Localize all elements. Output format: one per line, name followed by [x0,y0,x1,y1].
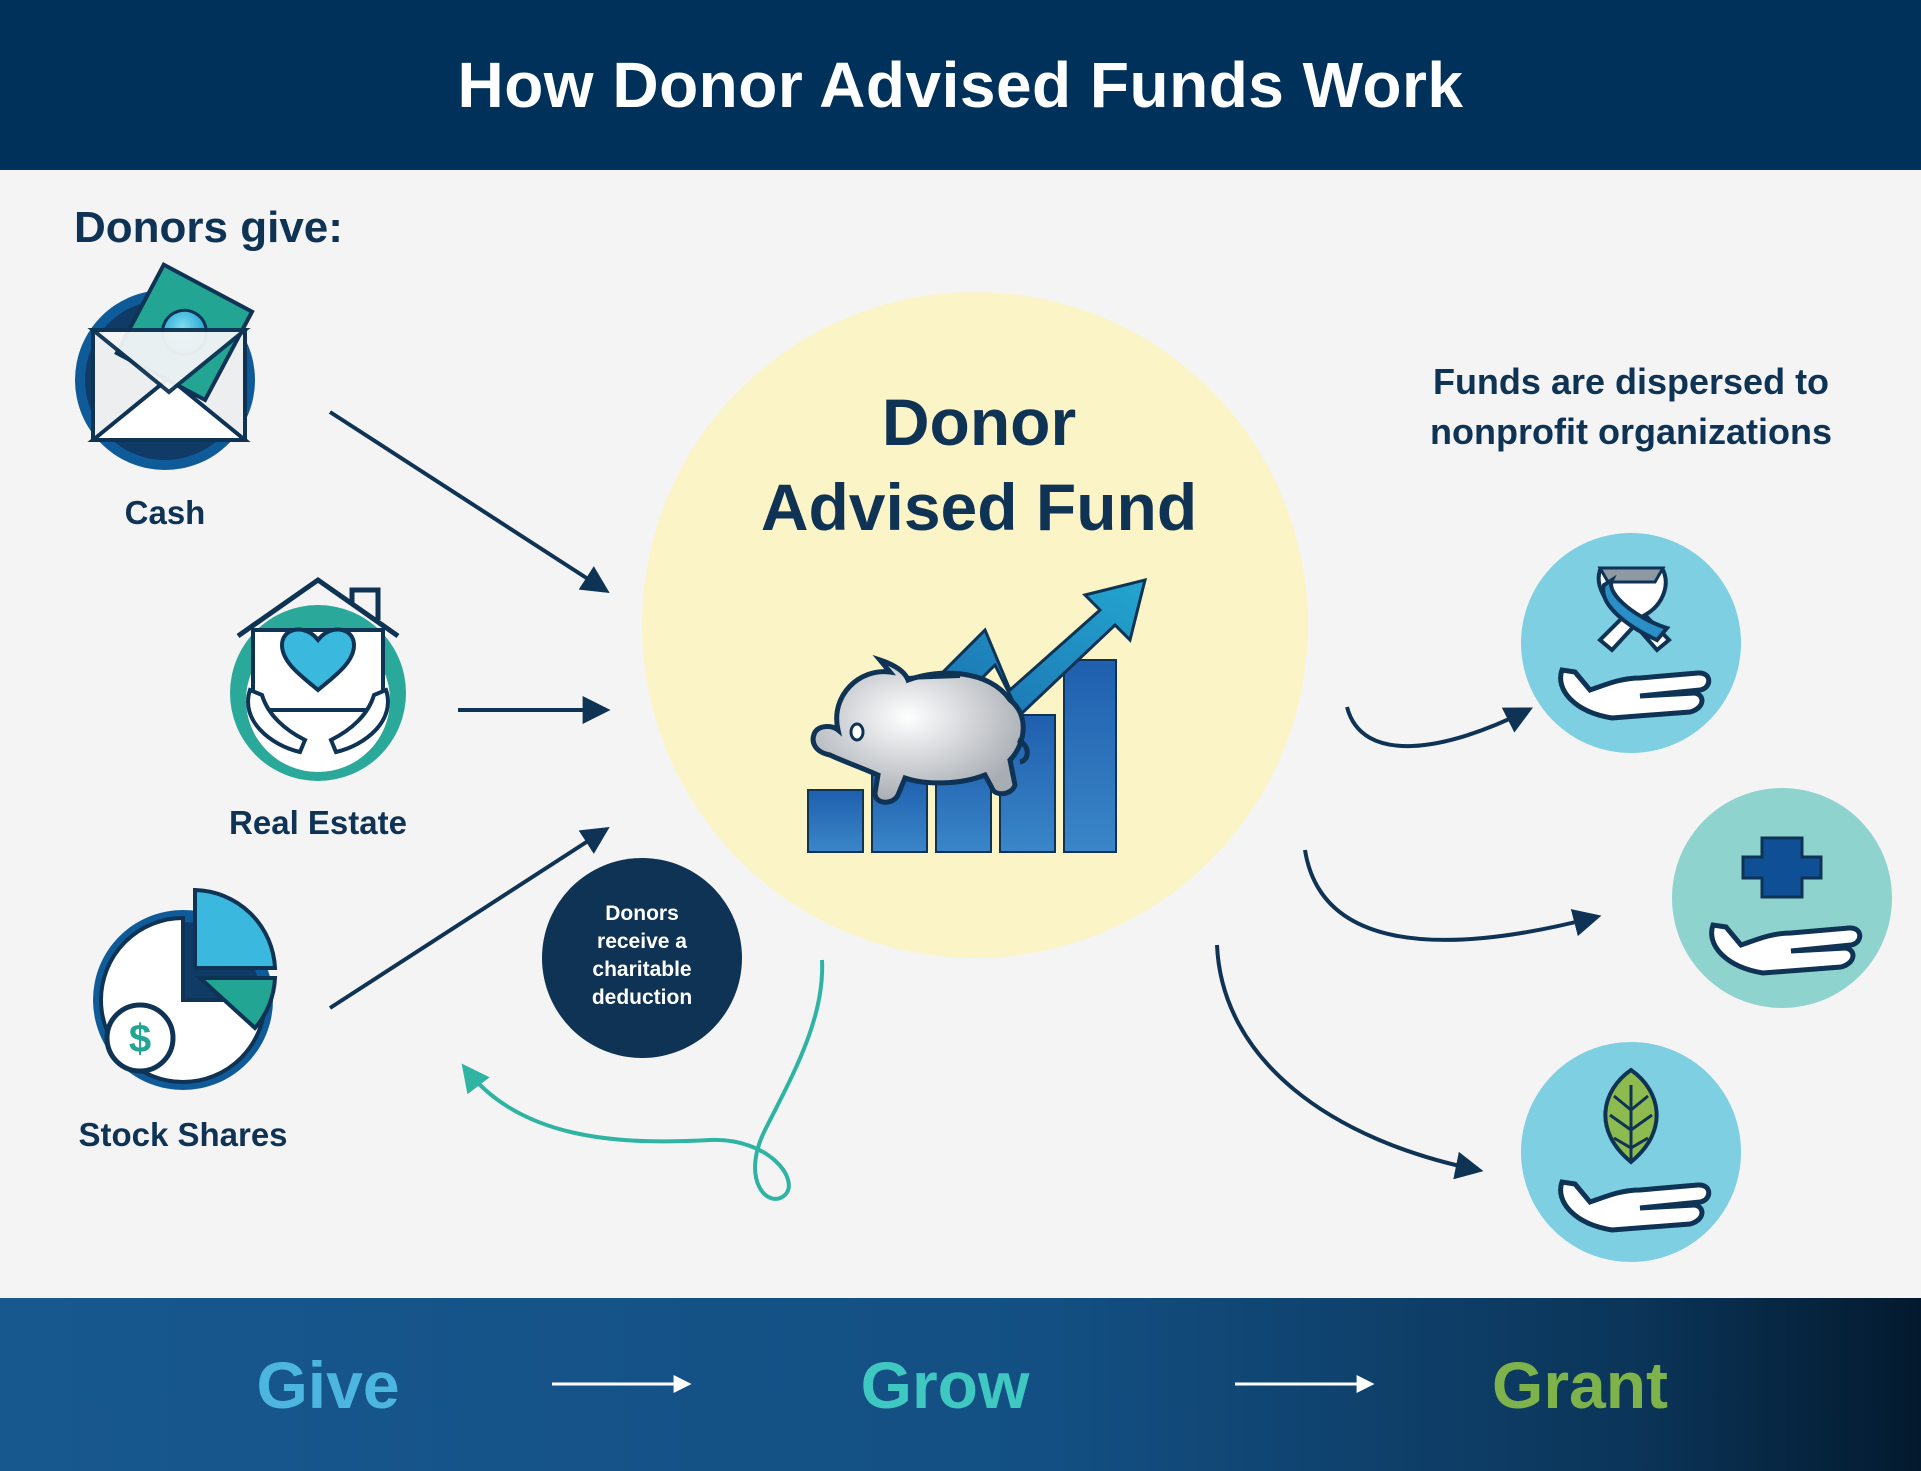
svg-text:$: $ [129,1017,151,1061]
house-heart-icon [230,576,406,781]
header-banner: How Donor Advised Funds Work [0,0,1921,170]
donor-item-label-real-estate: Real Estate [229,804,407,841]
cash-envelope-icon [75,262,255,470]
step-give: Give [256,1348,400,1422]
deduction-text-line2: receive a [597,930,687,953]
step-grant: Grant [1491,1348,1669,1422]
donor-item-label-cash: Cash [125,494,206,531]
arrow-fund-to-org3 [1215,944,1484,1180]
dispersal-heading-line1: Funds are dispersed to [1433,361,1829,402]
leaf-hand-icon [1521,1042,1741,1262]
arrow-fund-to-org2 [1303,849,1602,942]
deduction-text-line4: deduction [592,986,692,1009]
piggy-bank-growth-icon [807,577,1148,853]
page-title: How Donor Advised Funds Work [457,49,1464,121]
deduction-text-line1: Donors [605,902,679,925]
fund-title-line1: Donor [882,385,1076,459]
awareness-ribbon-hand-icon [1521,533,1741,753]
arrow-fund-to-org1 [1345,706,1533,748]
arrow-deduction-loop [461,959,825,1201]
fund-title-line2: Advised Fund [761,470,1197,544]
arrow-stock-to-fund [328,826,610,1010]
pie-chart-dollar-icon: $ [93,887,278,1090]
step-grow: Grow [860,1348,1030,1422]
arrow-cash-to-fund [328,410,610,594]
medical-cross-hand-icon [1672,788,1892,1008]
dispersal-heading-line2: nonprofit organizations [1430,411,1832,452]
donor-item-label-stock-shares: Stock Shares [78,1116,287,1153]
deduction-text-line3: charitable [592,958,691,981]
deduction-circle [542,858,742,1058]
footer-steps-bar [0,1298,1921,1471]
footer-arrows [552,1375,1375,1393]
donors-heading: Donors give: [74,203,343,252]
